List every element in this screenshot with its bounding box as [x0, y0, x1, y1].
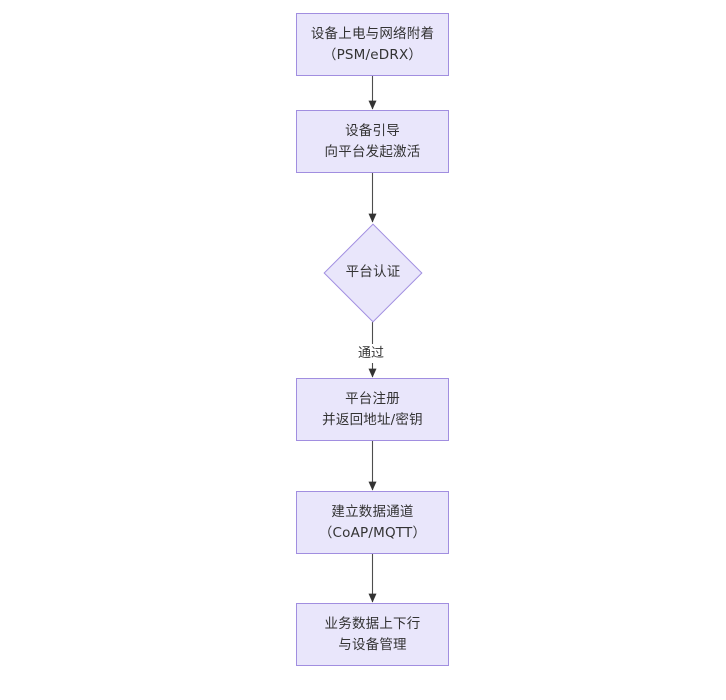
- node-label-line: 设备上电与网络附着: [310, 25, 435, 42]
- node-label-line: 建立数据通道: [331, 503, 414, 520]
- node-label-line: 平台注册: [345, 390, 400, 407]
- node-establish-data-channel[interactable]: 建立数据通道 （CoAP/MQTT）: [296, 491, 449, 554]
- node-label-line: 设备引导: [345, 122, 400, 139]
- node-label-line: 平台认证: [345, 264, 401, 280]
- node-service-data-and-device-management[interactable]: 业务数据上下行 与设备管理: [296, 603, 449, 666]
- node-label-line: 业务数据上下行: [324, 615, 421, 632]
- node-platform-registration[interactable]: 平台注册 并返回地址/密钥: [296, 378, 449, 441]
- node-label-line: （CoAP/MQTT）: [318, 524, 427, 541]
- node-device-bootstrap[interactable]: 设备引导 向平台发起激活: [296, 110, 449, 173]
- node-label-line: 并返回地址/密钥: [322, 411, 423, 428]
- node-label-wrap: 平台认证: [346, 262, 401, 283]
- node-device-power-on[interactable]: 设备上电与网络附着 （PSM/eDRX）: [296, 13, 449, 76]
- node-label-line: （PSM/eDRX）: [322, 46, 423, 63]
- node-label-line: 与设备管理: [338, 636, 407, 653]
- edge-label-pass: 通过: [355, 344, 388, 363]
- node-platform-authentication[interactable]: 平台认证: [322, 223, 424, 322]
- node-label-line: 向平台发起激活: [324, 143, 421, 160]
